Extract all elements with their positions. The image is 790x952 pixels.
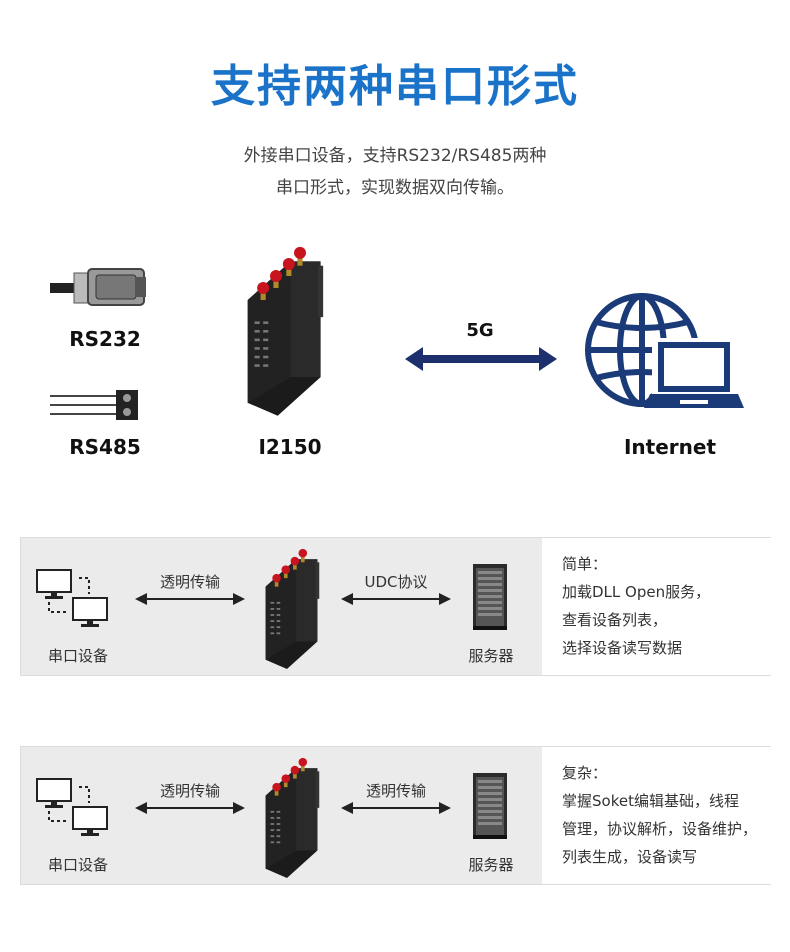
- internet-label: Internet: [623, 435, 717, 459]
- server-icon: [473, 773, 507, 839]
- double-arrow-icon: [341, 801, 451, 815]
- desc-line: 列表生成，设备读写: [562, 848, 698, 866]
- server-label: 服务器: [468, 647, 514, 665]
- panel-description: 简单： 加载DLL Open服务， 查看设备列表， 选择设备读写数据: [542, 538, 771, 675]
- device-label: I2150: [258, 435, 322, 459]
- arrow2-label: UDC协议: [364, 573, 428, 591]
- desc-line: 管理，协议解析，设备维护，: [562, 820, 758, 838]
- link-label: 5G: [466, 320, 494, 341]
- desc-line: 复杂：: [562, 764, 608, 782]
- router-device-image: [247, 246, 324, 416]
- arrow2-label: 透明传输: [365, 782, 426, 800]
- subtitle-line-2: 串口形式，实现数据双向传输。: [276, 178, 514, 198]
- panel-complex: 串口设备 透明传输 透明传输 服务器 复杂： 掌握Soket编辑基础，线程 管理…: [20, 746, 771, 885]
- page-title: 支持两种串口形式: [211, 61, 579, 112]
- serial-device-label: 串口设备: [47, 856, 108, 874]
- serial-devices-icon: [36, 569, 108, 628]
- server-label: 服务器: [468, 856, 514, 874]
- globe-laptop-icon: [585, 293, 744, 408]
- desc-line: 选择设备读写数据: [562, 639, 683, 657]
- rs232-connector-icon: [50, 268, 146, 306]
- rs485-connector-icon: [50, 390, 138, 420]
- serial-device-label: 串口设备: [47, 647, 108, 665]
- arrow1-label: 透明传输: [159, 573, 220, 591]
- page-subtitle: 外接串口设备，支持RS232/RS485两种 串口形式，实现数据双向传输。: [0, 140, 790, 204]
- panel-description: 复杂： 掌握Soket编辑基础，线程 管理，协议解析，设备维护， 列表生成，设备…: [542, 747, 771, 884]
- desc-line: 掌握Soket编辑基础，线程: [562, 792, 739, 810]
- double-arrow-icon: [135, 592, 245, 606]
- bidirectional-arrow-icon: [405, 347, 557, 371]
- serial-devices-icon: [36, 778, 108, 837]
- subtitle-line-1: 外接串口设备，支持RS232/RS485两种: [243, 146, 547, 166]
- rs232-label: RS232: [69, 327, 141, 351]
- panel-simple: 串口设备 透明传输 UDC协议 服务器 简单： 加载DLL Open服务， 查看…: [20, 537, 771, 676]
- desc-line: 简单：: [562, 555, 608, 573]
- desc-line: 加载DLL Open服务，: [562, 583, 711, 601]
- server-icon: [473, 564, 507, 630]
- double-arrow-icon: [341, 592, 451, 606]
- desc-line: 查看设备列表，: [562, 611, 668, 629]
- rs485-label: RS485: [69, 435, 141, 459]
- router-device-image: [265, 757, 320, 878]
- double-arrow-icon: [135, 801, 245, 815]
- router-device-image: [265, 548, 320, 669]
- arrow1-label: 透明传输: [159, 782, 220, 800]
